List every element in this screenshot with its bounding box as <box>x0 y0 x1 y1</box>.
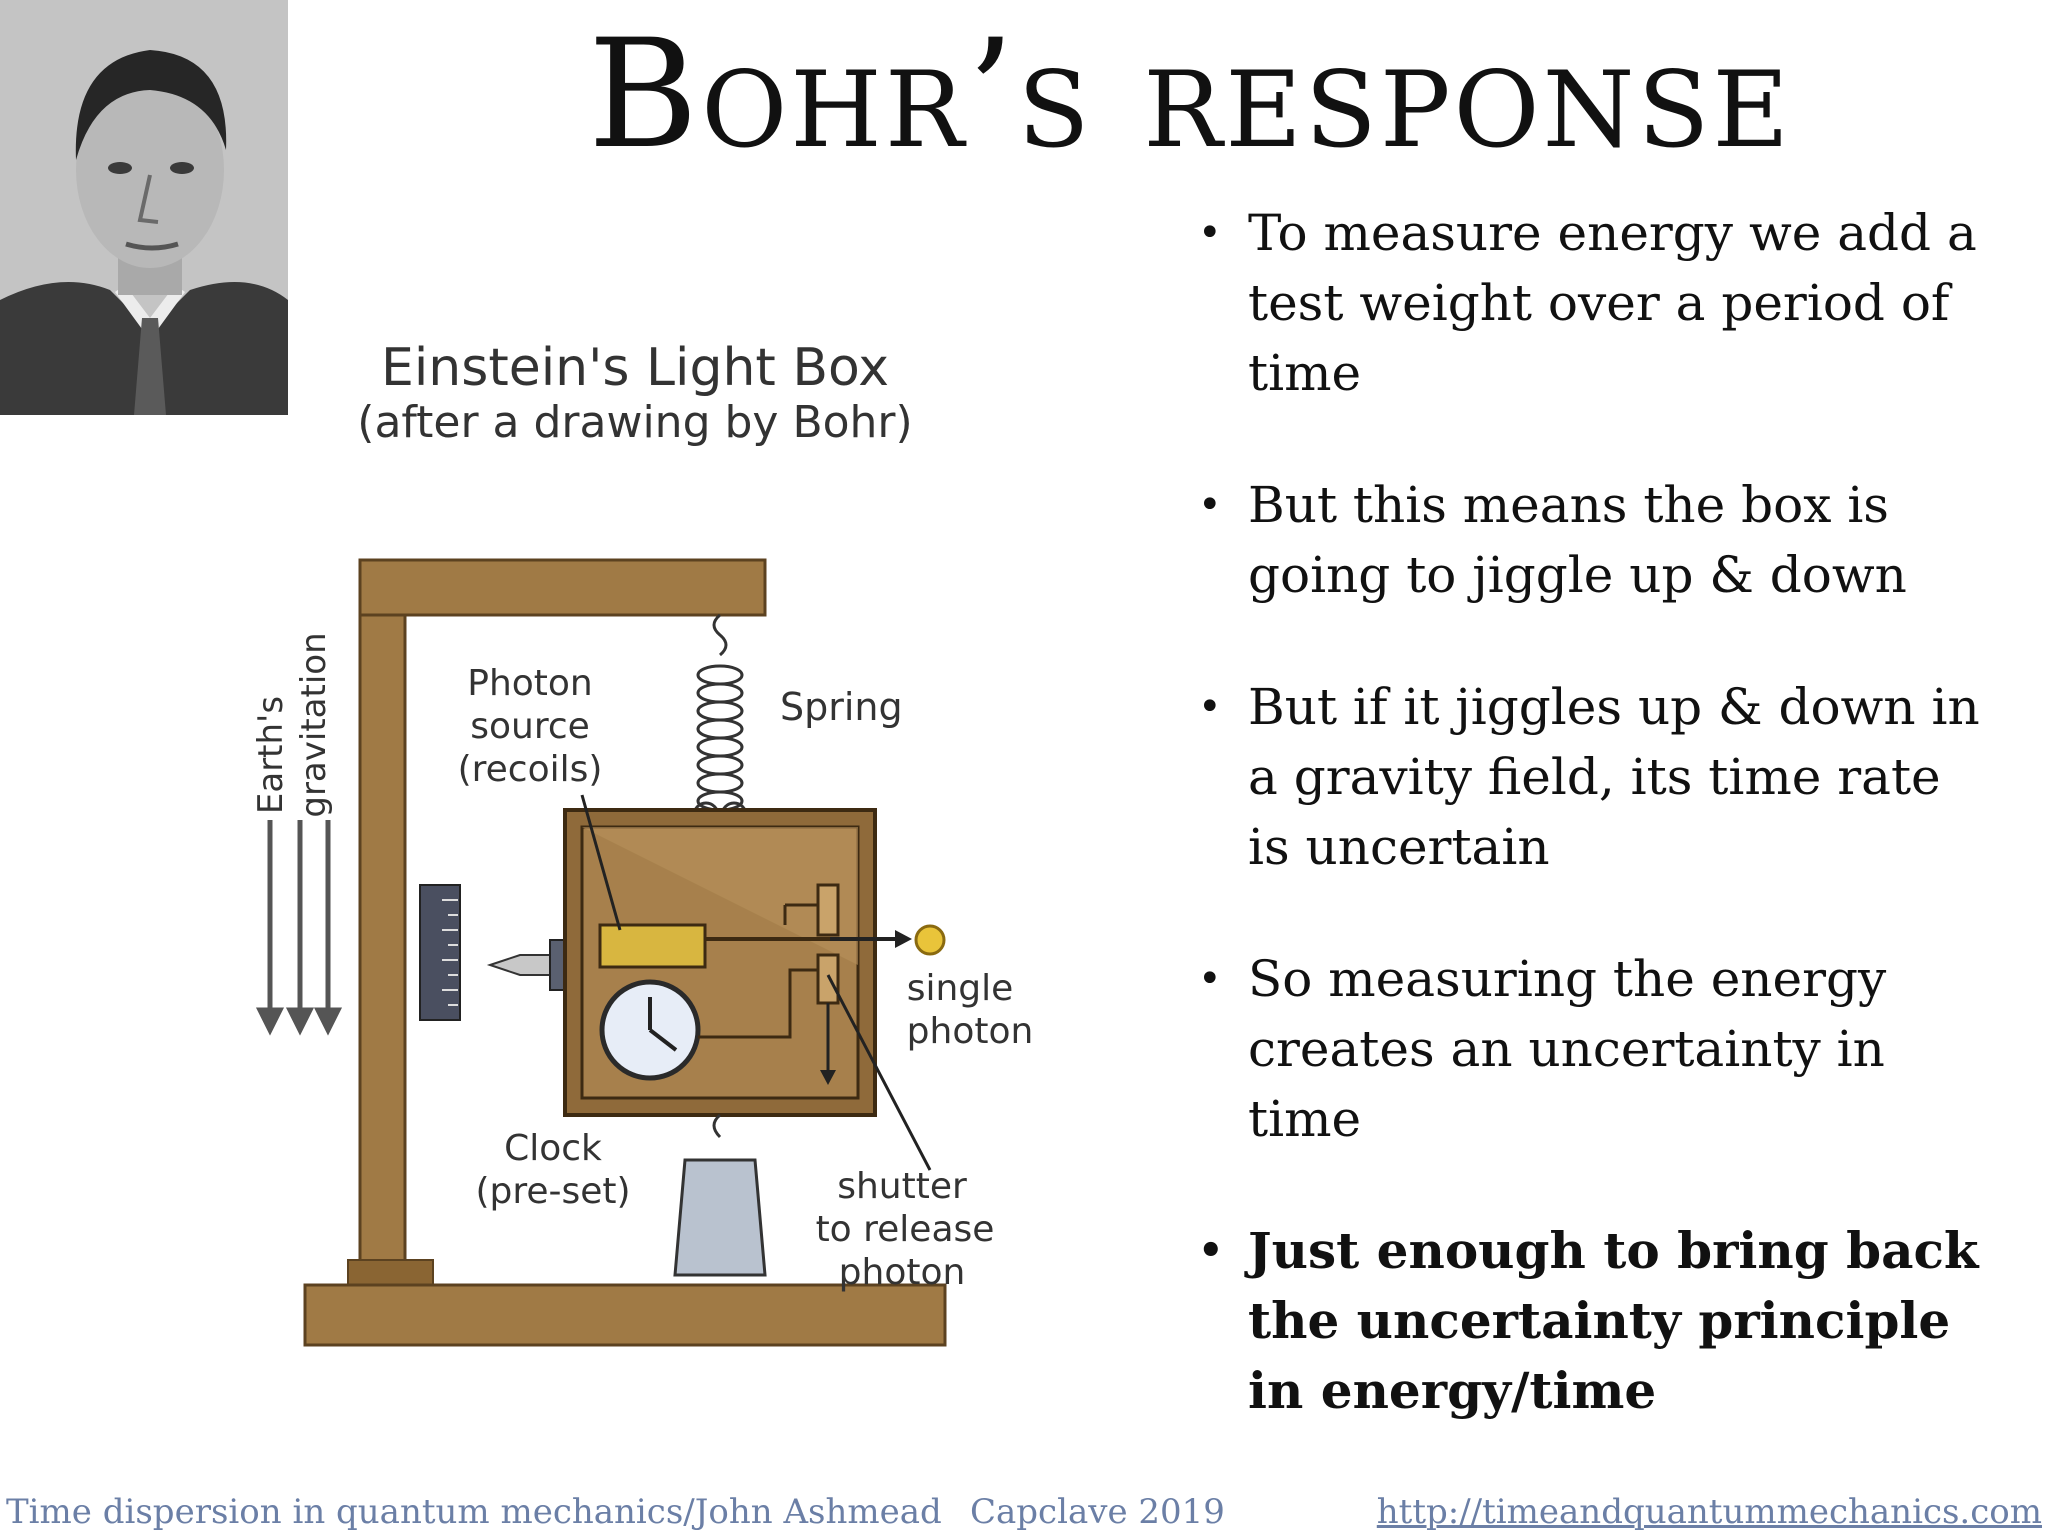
footer-author: Time dispersion in quantum mechanics/Joh… <box>6 1492 942 1532</box>
diagram-subtitle: (after a drawing by Bohr) <box>357 397 912 448</box>
bullet-dot: • <box>1198 684 1222 730</box>
footer-event: Capclave 2019 <box>970 1492 1225 1532</box>
bullet-text: But if it jiggles up & down in a gravity… <box>1248 678 1980 876</box>
bullet-dot: • <box>1198 482 1222 528</box>
photon-source-label-1: Photon <box>467 663 593 704</box>
slide-footer: Time dispersion in quantum mechanics/Joh… <box>0 1488 2048 1536</box>
bullet-text: So measuring the energy creates an uncer… <box>1248 950 1887 1148</box>
gallows-frame <box>303 558 947 1347</box>
gravity-label-line2: gravitation <box>294 632 334 817</box>
single-photon-label-2: photon <box>907 1011 1034 1052</box>
bullet-dot: • <box>1198 1227 1224 1274</box>
footer-link[interactable]: http://timeandquantummechanics.com <box>1376 1492 2042 1532</box>
bullet-list: • To measure energy we add a test weight … <box>1190 198 1990 1488</box>
bullet-text: Just enough to bring back the uncertaint… <box>1248 1221 1979 1420</box>
bullet-text: To measure energy we add a test weight o… <box>1248 204 1977 402</box>
bullet-item: • So measuring the energy creates an unce… <box>1190 944 1990 1154</box>
bullet-item-bold: • Just enough to bring back the uncertain… <box>1190 1216 1990 1426</box>
gravity-arrows <box>255 820 343 1036</box>
light-box-diagram: Einstein's Light Box (after a drawing by… <box>230 325 1070 1415</box>
clock-label-1: Clock <box>504 1128 602 1169</box>
photon-source <box>598 923 707 969</box>
shutter-label-1: shutter <box>837 1166 967 1207</box>
bullet-item: • But if it jiggles up & down in a gravit… <box>1190 672 1990 882</box>
clock <box>599 968 818 1081</box>
clock-label-2: (pre-set) <box>475 1171 630 1212</box>
single-photon-dot <box>914 924 946 956</box>
shutter <box>783 883 840 1085</box>
test-weight <box>673 1113 767 1277</box>
spring <box>692 613 748 829</box>
bullet-item: • To measure energy we add a test weight … <box>1190 198 1990 408</box>
bullet-dot: • <box>1198 956 1222 1002</box>
spring-label: Spring <box>780 685 903 729</box>
bullet-item: • But this means the box is going to jigg… <box>1190 470 1990 610</box>
single-photon-label-1: single <box>907 968 1014 1009</box>
measuring-scale <box>419 884 461 1021</box>
photon-source-label-3: (recoils) <box>458 749 603 790</box>
bohr-portrait <box>0 0 288 415</box>
shutter-label-3: photon <box>839 1252 966 1293</box>
slide-title: Bohr’s response <box>587 8 1793 182</box>
diagram-title: Einstein's Light Box <box>381 338 889 398</box>
shutter-label-2: to release <box>816 1209 995 1250</box>
bullet-dot: • <box>1198 210 1222 256</box>
gravity-label-line1: Earth's <box>251 696 291 814</box>
bullet-text: But this means the box is going to jiggl… <box>1248 476 1907 604</box>
scale-pointer <box>486 954 556 976</box>
photon-source-label-2: source <box>470 706 590 747</box>
